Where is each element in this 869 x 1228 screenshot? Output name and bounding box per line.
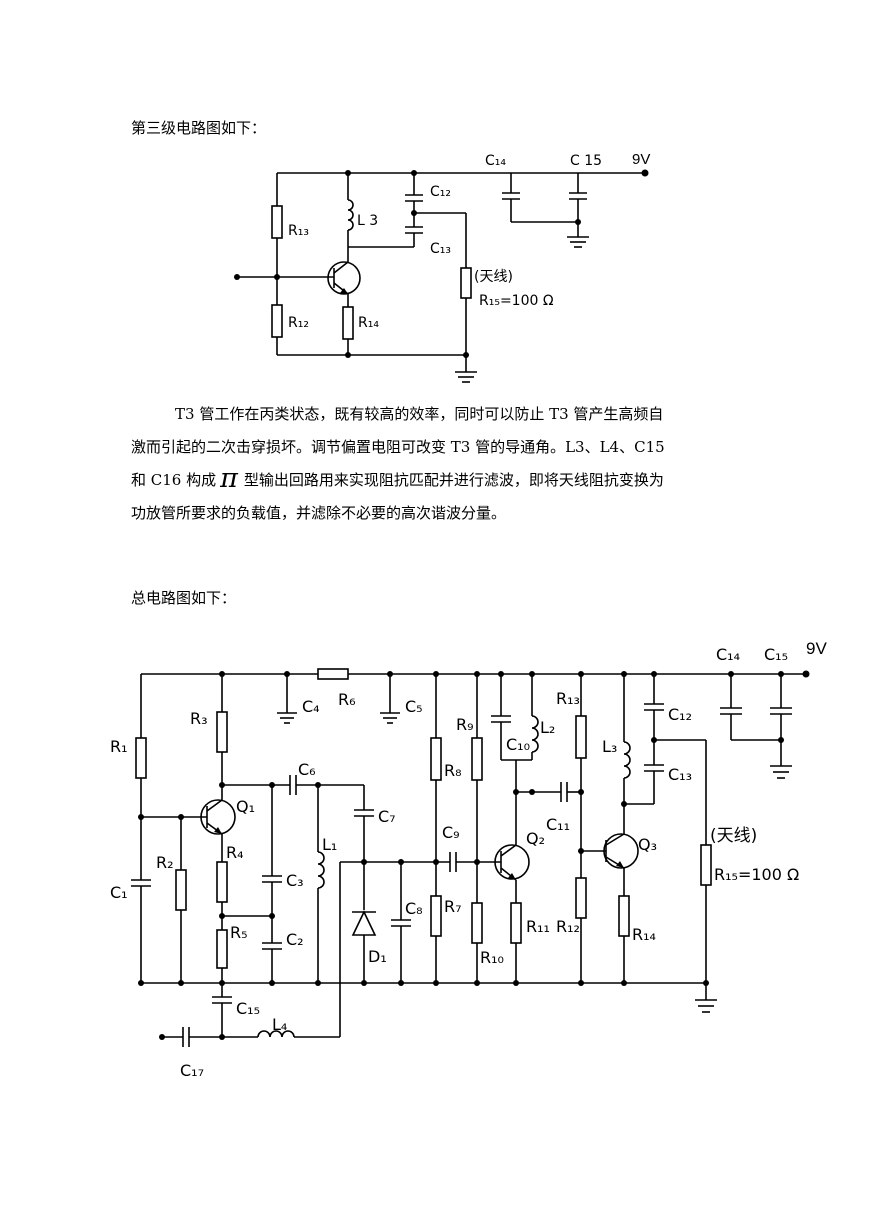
total-r14-label: R₁₄ <box>632 925 656 944</box>
total-r15-label: R₁₅=100 Ω <box>714 865 799 884</box>
total-r13-label: R₁₃ <box>556 689 580 708</box>
total-c10-label: C₁₀ <box>506 735 530 754</box>
paragraph-line-3-start: 和 C16 构成 <box>131 471 217 489</box>
stage3-r12-label: R₁₂ <box>288 315 309 331</box>
total-c12-label: C₁₂ <box>668 705 692 724</box>
total-l4-label: L₄ <box>272 1015 287 1034</box>
total-r8-label: R₈ <box>444 761 462 780</box>
total-c6-label: C₆ <box>298 760 316 779</box>
total-c7-label: C₇ <box>378 807 396 826</box>
total-r4-label: R₄ <box>226 843 244 862</box>
total-r7-label: R₇ <box>444 897 462 916</box>
total-c9-label: C₉ <box>442 823 460 842</box>
explanation-paragraph: T3 管工作在丙类状态，既有较高的效率，同时可以防止 T3 管产生高频自 激而引… <box>131 398 751 530</box>
total-c13-label: C₁₃ <box>668 765 692 784</box>
paragraph-line-3-end: 型输出回路用来实现阻抗匹配并进行滤波，即将天线阻抗变换为 <box>243 471 664 489</box>
total-c17-label: C₁₇ <box>180 1061 204 1080</box>
stage3-c15-label: C 15 <box>570 153 602 169</box>
paragraph-line-4: 功放管所要求的负载值，并滤除不必要的高次谐波分量。 <box>131 504 507 522</box>
total-l2-label: L₂ <box>540 718 555 737</box>
total-c1-label: C₁ <box>110 883 128 902</box>
stage3-r15-label: R₁₅=100 Ω <box>479 293 554 309</box>
total-c5-label: C₅ <box>405 697 423 716</box>
heading-stage3: 第三级电路图如下： <box>131 119 267 137</box>
total-c8-label: C₈ <box>405 899 423 918</box>
total-c4-label: C₄ <box>302 697 320 716</box>
total-c14-label: C₁₄ <box>716 645 740 664</box>
total-r10-label: R₁₀ <box>480 948 504 967</box>
total-r2-label: R₂ <box>156 853 174 872</box>
paragraph-line-2: 激而引起的二次击穿损坏。调节偏置电阻可改变 T3 管的导通角。L3、L4、C15 <box>131 438 665 456</box>
total-c15-top-label: C₁₅ <box>764 645 788 664</box>
total-r5-label: R₅ <box>230 923 248 942</box>
stage3-supply-label: 9V <box>632 151 650 168</box>
heading-total: 总电路图如下： <box>131 589 237 607</box>
total-antenna-label: (天线) <box>710 826 757 846</box>
total-c11-label: C₁₁ <box>546 815 570 834</box>
stage3-c14-label: C₁₄ <box>485 153 506 169</box>
total-c2-label: C₂ <box>286 930 304 949</box>
total-q2-label: Q₂ <box>526 829 545 848</box>
total-q1-label: Q₁ <box>236 797 255 816</box>
total-l3-label: L₃ <box>602 737 617 756</box>
pi-symbol: π <box>220 463 238 494</box>
total-circuit-diagram: 9V C₁₄ C₁₅ R₁ R₃ C₄ R₆ C₅ R₉ C₁₀ L₂ R₁₃ … <box>110 639 827 1080</box>
stage3-c13-label: C₁₃ <box>430 241 451 257</box>
total-q3-label: Q₃ <box>638 835 657 854</box>
paragraph-line-1: T3 管工作在丙类状态，既有较高的效率，同时可以防止 T3 管产生高频自 <box>175 405 664 423</box>
total-r6-label: R₆ <box>338 690 356 709</box>
stage3-antenna-label: (天线) <box>474 269 513 285</box>
total-l1-label: L₁ <box>322 835 337 854</box>
total-supply-label: 9V <box>806 639 827 658</box>
total-r11-label: R₁₁ <box>526 917 550 936</box>
total-d1-label: D₁ <box>368 947 387 966</box>
stage3-r14-label: R₁₄ <box>358 315 379 331</box>
stage3-circuit-diagram: 9V C₁₄ C 15 C₁₂ C₁₃ L 3 R₁₃ R₁₂ R₁₄ (天线)… <box>234 151 650 383</box>
stage3-l3-label: L 3 <box>357 213 378 229</box>
total-c3-label: C₃ <box>286 871 304 890</box>
stage3-c12-label: C₁₂ <box>430 184 451 200</box>
stage3-r13-label: R₁₃ <box>288 223 309 239</box>
total-r1-label: R₁ <box>110 737 128 756</box>
total-r3-label: R₃ <box>190 709 208 728</box>
total-r12-label: R₁₂ <box>556 917 580 936</box>
total-r9-label: R₉ <box>456 715 474 734</box>
total-c15-bottom-label: C₁₅ <box>236 999 260 1018</box>
